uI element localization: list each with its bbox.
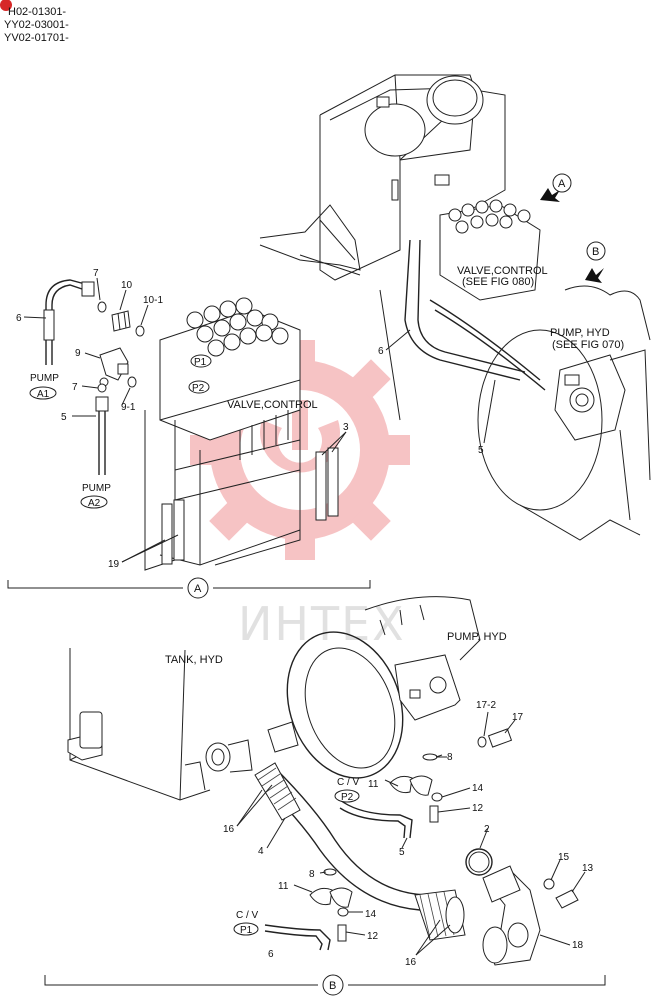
callout-7b: 7 (72, 382, 78, 393)
label-tank-hyd: TANK, HYD (165, 654, 223, 666)
callout-16: 16 (223, 824, 235, 835)
callout-6: 6 (16, 313, 22, 324)
callout-14b: 14 (365, 909, 377, 920)
callout-10: 10 (121, 280, 133, 291)
callout-5: 5 (61, 412, 67, 423)
serial-3: YV02-01701- (4, 32, 69, 44)
port-a2: A2 (88, 498, 101, 509)
callout-3: 3 (343, 422, 349, 433)
callout-2: 2 (484, 824, 490, 835)
label-valve-control-ref: VALVE,CONTROL (457, 265, 548, 277)
port-a1: A1 (37, 389, 50, 400)
port-a2-badge (80, 495, 108, 509)
port-p2-badge-b (334, 789, 360, 803)
callout-5b: 5 (399, 847, 405, 858)
corner-badge (0, 0, 12, 11)
port-a1-badge (29, 386, 57, 400)
port-p1-b: P1 (240, 925, 253, 936)
label-cv-p1: C / V (236, 910, 259, 921)
callout-17: 17 (512, 712, 524, 723)
svg-text:B: B (592, 246, 599, 258)
callout-8b: 8 (309, 869, 315, 880)
port-p1-badge-b (233, 922, 259, 936)
callout-4: 4 (258, 846, 264, 857)
callout-10-1: 10-1 (143, 295, 163, 306)
machine-body (259, 74, 651, 541)
callout-7: 7 (93, 268, 99, 279)
callout-6b: 6 (268, 949, 274, 960)
detail-a-parts (23, 277, 347, 571)
callout-15: 15 (558, 852, 570, 863)
port-p1: P1 (194, 357, 207, 368)
callout-12b: 12 (367, 931, 379, 942)
callout-17-2: 17-2 (476, 700, 496, 711)
port-p2: P2 (192, 383, 205, 394)
machine-pump (554, 349, 651, 521)
callout-19: 19 (108, 559, 120, 570)
callout-13: 13 (582, 863, 594, 874)
label-pump-hyd-ref: PUMP, HYD (550, 327, 610, 339)
label-pump-a2: PUMP (82, 483, 111, 494)
label-cv-p2: C / V (337, 777, 360, 788)
callout-12: 12 (472, 803, 484, 814)
svg-text:A: A (558, 178, 566, 190)
detail-circle-a (477, 329, 603, 511)
view-arrow-b: B (585, 241, 606, 283)
callout-5-machine: 5 (478, 445, 484, 456)
serial-1: H02-01301- (8, 6, 66, 18)
section-b-bracket: B (44, 974, 606, 996)
callout-11b: 11 (278, 881, 289, 892)
svg-text:A: A (194, 583, 202, 595)
view-arrow-a: A (540, 173, 572, 202)
label-valve-control: VALVE,CONTROL (227, 399, 318, 411)
section-a-bracket: A (7, 577, 371, 599)
label-pump-a1: PUMP (30, 373, 59, 384)
callout-18: 18 (572, 940, 584, 951)
callout-8: 8 (447, 752, 453, 763)
machine-valve-block (439, 199, 541, 301)
callout-11: 11 (368, 779, 379, 790)
label-pump-hyd-ref2: (SEE FIG 070) (552, 339, 624, 351)
label-pump-hyd: PUMP, HYD (447, 631, 507, 643)
label-valve-control-ref2: (SEE FIG 080) (462, 276, 534, 288)
port-p2-b: P2 (341, 792, 354, 803)
callout-14: 14 (472, 783, 484, 794)
callout-6-machine: 6 (378, 346, 384, 357)
callout-16b: 16 (405, 957, 417, 968)
callout-9-1: 9-1 (121, 402, 136, 413)
serial-2: YY02-03001- (4, 19, 69, 31)
detail-b-parts (67, 596, 586, 966)
callout-9: 9 (75, 348, 81, 359)
svg-text:B: B (329, 980, 336, 992)
